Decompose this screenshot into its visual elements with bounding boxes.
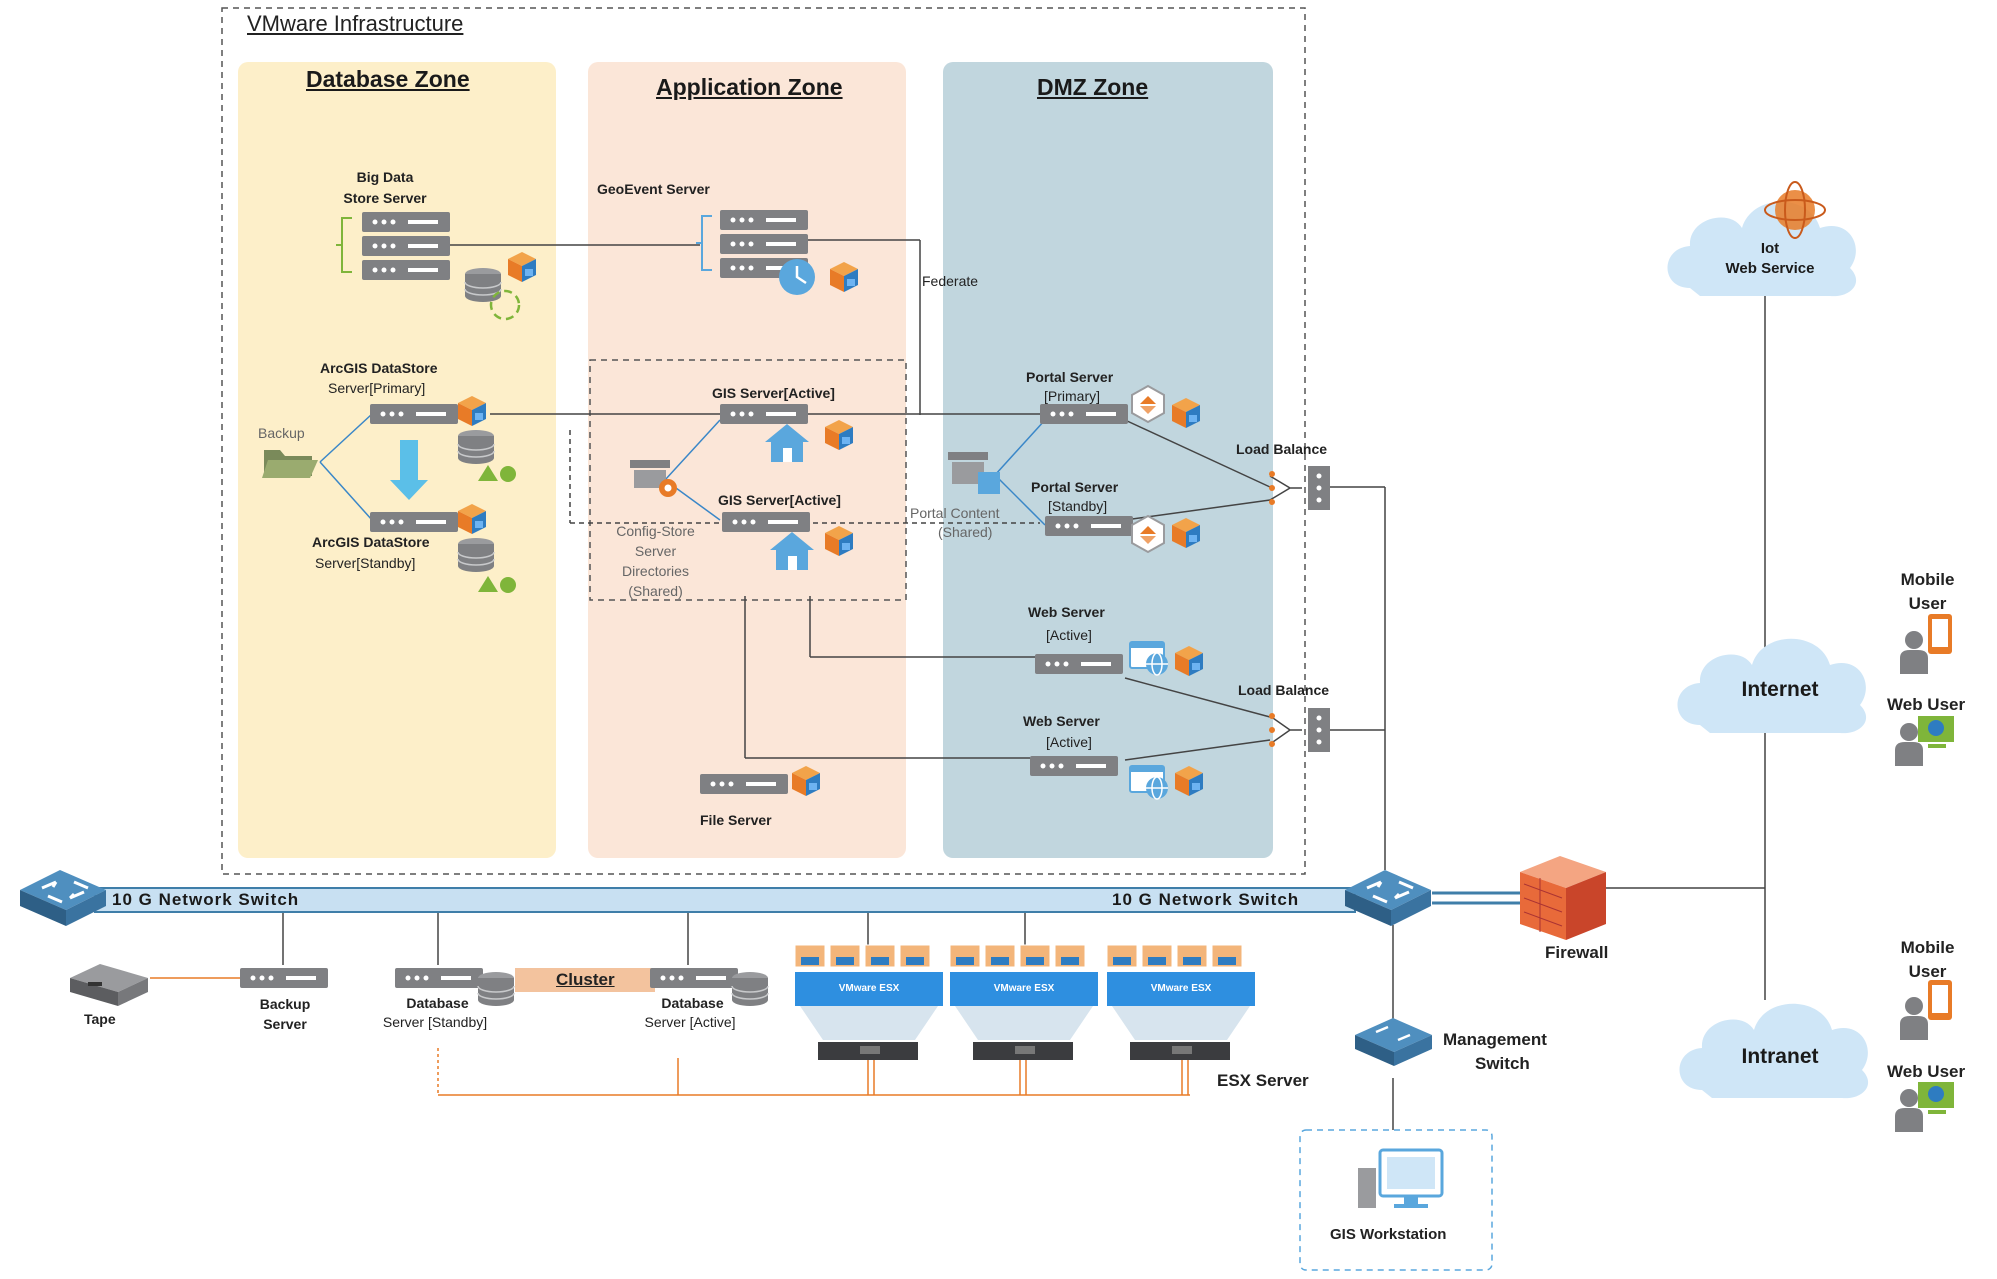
gis-server-1-label: GIS Server[Active] [712, 385, 835, 401]
vmware-esx-label-2: VMware ESX [993, 983, 1055, 994]
management-switch-label-1: Management [1443, 1030, 1547, 1049]
portal-standby-label-2: [Standby] [1048, 498, 1108, 514]
esx-server-label: ESX Server [1217, 1071, 1309, 1090]
db-standby-label-1: Database [406, 995, 469, 1011]
config-store-label-1: Config-Store [616, 523, 695, 539]
esx-host-1-icon [794, 944, 943, 1060]
backup-server-label-2: Server [263, 1016, 307, 1032]
vmware-esx-label-3: VMware ESX [1150, 983, 1212, 994]
load-balance-1-label: Load Balance [1236, 441, 1328, 457]
vmware-esx-label-1: VMware ESX [838, 983, 900, 994]
web-user-intranet-icon [1895, 1082, 1954, 1132]
infrastructure-title: VMware Infrastructure [247, 11, 464, 36]
config-store-icon [630, 460, 677, 497]
config-store-label-3: Directories [622, 563, 689, 579]
datastore-standby-label-2: Server[Standby] [315, 555, 416, 571]
tape-drive-icon [70, 964, 148, 1006]
web-server-2-label-2: [Active] [1046, 734, 1092, 750]
portal-primary-label-2: [Primary] [1044, 388, 1100, 404]
replication-arrow [390, 440, 428, 500]
portal-standby-label-1: Portal Server [1031, 479, 1119, 495]
gis-cluster-boundary [589, 359, 907, 601]
db-standby-label-2: Server [Standby] [382, 1014, 488, 1030]
federate-label: Federate [922, 273, 979, 289]
network-switch-left-icon [18, 868, 108, 928]
web-server-1-label-1: Web Server [1028, 604, 1105, 620]
esx-host-3-icon [1106, 944, 1255, 1060]
datastore-standby-label-1: ArcGIS DataStore [312, 534, 430, 550]
web-server-2-label-1: Web Server [1023, 713, 1100, 729]
management-switch-label-2: Switch [1475, 1054, 1530, 1073]
internet-label: Internet [1741, 678, 1819, 701]
iot-globe-icon [1764, 181, 1826, 239]
datastore-primary-label-2: Server[Primary] [328, 380, 426, 396]
load-balancer-1-icon [1269, 466, 1330, 510]
bigdata-label-1: Big Data [356, 169, 414, 185]
mobile-user-internet-label-1: Mobile [1900, 570, 1955, 589]
management-switch-icon [1355, 1018, 1432, 1066]
mobile-user-internet-label-2: User [1908, 594, 1947, 613]
portal-content-label-2: (Shared) [938, 524, 993, 540]
db-server-standby-icon [395, 968, 483, 988]
switch-right-label: 10 G Network Switch [1112, 890, 1300, 909]
backup-server-label-1: Backup [259, 996, 311, 1012]
iot-label-1: Iot [1760, 240, 1780, 257]
load-balancer-2-icon [1269, 708, 1330, 752]
gis-server-2-label: GIS Server[Active] [718, 492, 841, 508]
mobile-user-intranet-label-2: User [1908, 962, 1947, 981]
backup-folder-label: Backup [258, 425, 305, 441]
workstation-icon [1358, 1148, 1444, 1208]
firewall-icon [1520, 856, 1606, 940]
bigdata-server-icon [336, 212, 536, 321]
web-server-1-label-2: [Active] [1046, 627, 1092, 643]
dmz-zone-panel [943, 62, 1273, 858]
web-user-intranet-label: Web User [1887, 1062, 1966, 1081]
portal-content-label-1: Portal Content [910, 505, 1000, 521]
gis-workstation-label: GIS Workstation [1330, 1226, 1447, 1243]
db-server-active-icon [650, 968, 738, 988]
load-balance-2-label: Load Balance [1238, 682, 1330, 698]
web-user-internet-icon [1895, 716, 1954, 766]
esx-host-2-icon [949, 944, 1098, 1060]
database-zone-title: Database Zone [306, 66, 470, 92]
datastore-primary-label-1: ArcGIS DataStore [320, 360, 438, 376]
dmz-zone-title: DMZ Zone [1037, 74, 1149, 100]
file-server-label: File Server [700, 812, 772, 828]
portal-content-icon [948, 452, 1000, 494]
geoevent-label: GeoEvent Server [597, 181, 710, 197]
cluster-band [515, 968, 655, 992]
cluster-label: Cluster [556, 970, 615, 989]
switch-left-label: 10 G Network Switch [112, 890, 300, 909]
storage-network-lines [437, 1048, 1190, 1096]
bigdata-label-2: Store Server [343, 190, 427, 206]
application-zone-title: Application Zone [656, 74, 843, 100]
db-active-label-2: Server [Active] [644, 1014, 736, 1030]
iot-label-2: Web Service [1725, 260, 1815, 277]
intranet-label: Intranet [1741, 1045, 1819, 1068]
mobile-user-intranet-icon [1900, 980, 1952, 1040]
backup-folder-icon [262, 450, 318, 478]
network-switch-right-icon [1343, 868, 1433, 928]
geoevent-server-icon [696, 210, 858, 295]
db-active-label-1: Database [661, 995, 724, 1011]
application-zone-panel [588, 62, 906, 858]
web-user-internet-label: Web User [1887, 695, 1966, 714]
config-store-label-4: (Shared) [628, 583, 683, 599]
gis-workstation-boundary [1299, 1129, 1493, 1271]
config-store-label-2: Server [634, 543, 677, 559]
database-zone-panel [238, 62, 556, 858]
mobile-user-internet-icon [1900, 614, 1952, 674]
vmware-infrastructure-boundary [221, 7, 1306, 875]
tape-label: Tape [84, 1011, 116, 1027]
mobile-user-intranet-label-1: Mobile [1900, 938, 1955, 957]
backup-server-icon [240, 968, 328, 988]
firewall-label: Firewall [1545, 943, 1609, 962]
portal-primary-label-1: Portal Server [1026, 369, 1114, 385]
